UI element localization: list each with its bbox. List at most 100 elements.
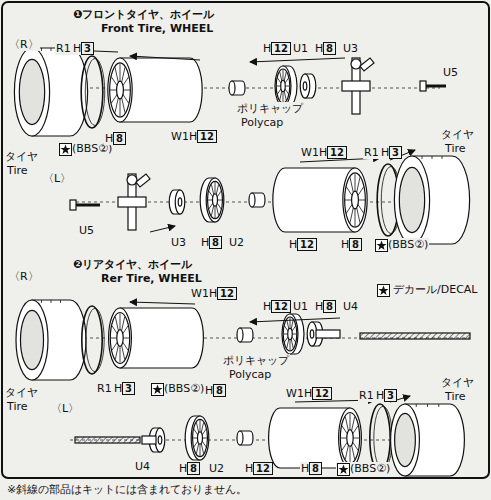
callout-number: 12 bbox=[271, 42, 291, 55]
polycap bbox=[249, 193, 255, 207]
screw bbox=[426, 85, 446, 88]
hub-disc bbox=[175, 190, 185, 214]
wheel-spoke bbox=[120, 313, 121, 329]
part-label: ポリキャップ bbox=[222, 354, 290, 367]
part-label: Tire bbox=[6, 164, 29, 177]
polycap bbox=[237, 328, 243, 342]
part-label: 〈L〉 bbox=[50, 402, 80, 415]
part-label: タイヤ bbox=[440, 376, 475, 389]
wheel-spoke bbox=[346, 187, 352, 196]
part-label: Tire bbox=[444, 390, 467, 403]
wheel-spoke bbox=[341, 438, 347, 439]
wheel-spoke bbox=[123, 326, 128, 334]
decal-callout: (BBS②) bbox=[336, 462, 391, 476]
wheel-spoke bbox=[285, 89, 289, 94]
rim-ring bbox=[85, 59, 104, 126]
part-label: 〈R〉 bbox=[8, 270, 40, 283]
wheel-spoke bbox=[345, 445, 348, 459]
screw bbox=[76, 204, 100, 207]
wheel-spoke bbox=[350, 177, 353, 192]
callout-number: 12 bbox=[327, 146, 347, 159]
wheel-face bbox=[340, 413, 359, 464]
tire bbox=[399, 167, 424, 232]
legend-symbol bbox=[377, 284, 390, 297]
hub-disc bbox=[275, 66, 291, 106]
part-label: U5 bbox=[78, 224, 95, 237]
screw bbox=[70, 200, 76, 210]
footnote: ※斜線の部品はキットには含まれておりません。 bbox=[6, 483, 248, 496]
tire-tread bbox=[438, 404, 439, 407]
wheel-spoke bbox=[122, 98, 125, 113]
tire bbox=[394, 156, 429, 244]
callout-number: 8 bbox=[309, 462, 322, 475]
part-label: タイヤ bbox=[4, 386, 39, 399]
wheel-spoke bbox=[217, 191, 221, 197]
wheel-spoke bbox=[200, 420, 201, 432]
wheel-spoke bbox=[352, 445, 355, 459]
wheel-spoke bbox=[209, 191, 213, 197]
knuckle bbox=[127, 175, 137, 185]
part-label: W1 bbox=[285, 387, 305, 400]
wheel-spoke bbox=[353, 442, 358, 450]
wheel-spoke bbox=[353, 426, 358, 434]
part-label: U4 bbox=[134, 460, 151, 473]
hub-disc bbox=[307, 322, 317, 346]
wheel-spoke bbox=[201, 443, 203, 453]
wheel-spoke bbox=[355, 174, 356, 191]
wheel-spoke bbox=[111, 94, 117, 103]
wheel-spoke bbox=[216, 184, 218, 194]
wheel-spoke bbox=[193, 438, 198, 439]
rim-ring bbox=[86, 308, 104, 371]
tire-tread bbox=[41, 300, 42, 303]
wheel-spoke bbox=[120, 99, 121, 116]
callout-number: 8 bbox=[187, 462, 200, 475]
wheel-spoke bbox=[216, 205, 218, 215]
decal-number: (BBS②) bbox=[350, 462, 390, 475]
knuckle bbox=[118, 197, 146, 207]
knuckle bbox=[360, 58, 374, 71]
wheel-spoke bbox=[355, 209, 356, 226]
wheel-spoke bbox=[287, 320, 289, 329]
wheel-spoke bbox=[200, 444, 201, 456]
tire bbox=[14, 48, 49, 136]
wheel-spoke bbox=[211, 205, 213, 215]
part-label: タイヤ bbox=[440, 128, 475, 141]
wheel-spoke bbox=[358, 200, 365, 201]
wheel-spoke bbox=[284, 337, 288, 342]
assembly-arrow bbox=[150, 226, 175, 232]
wheel-spoke bbox=[194, 429, 198, 435]
wheel-hub bbox=[347, 430, 353, 447]
wheel-spoke bbox=[115, 345, 118, 359]
wheel-spoke bbox=[123, 338, 129, 339]
assembly-arrow bbox=[250, 58, 345, 62]
wheel-spoke bbox=[196, 422, 198, 432]
part-label: R1 bbox=[358, 389, 375, 402]
part-label: U1 bbox=[292, 42, 309, 55]
wheel bbox=[108, 58, 132, 122]
polycap bbox=[237, 431, 243, 445]
tire-tread bbox=[51, 300, 52, 303]
tire-tread bbox=[422, 156, 423, 159]
part-label: ポリキャップ bbox=[236, 102, 304, 115]
part-label: W1 bbox=[190, 287, 210, 300]
wheel-spoke bbox=[115, 67, 118, 82]
tire-tread bbox=[51, 48, 52, 51]
decal-callout: (BBS②) bbox=[150, 382, 205, 396]
callout-number: 12 bbox=[197, 130, 217, 143]
tire-tread bbox=[427, 404, 428, 407]
wheel-spoke bbox=[346, 204, 352, 213]
part-label: U2 bbox=[208, 462, 225, 475]
frame bbox=[2, 2, 489, 478]
section-heading: Rer Tire, WHEEL bbox=[100, 272, 203, 285]
wheel-spoke bbox=[202, 441, 206, 447]
legend-text: デカール/DECAL bbox=[393, 283, 477, 296]
wheel-face bbox=[283, 317, 297, 351]
decal-star bbox=[59, 143, 72, 156]
part-label: R1 bbox=[55, 42, 72, 55]
wheel-spoke bbox=[115, 317, 118, 331]
part-label: W1 bbox=[300, 146, 320, 159]
wheel-spoke bbox=[215, 206, 216, 218]
callout-number: 8 bbox=[213, 384, 226, 397]
tire bbox=[16, 300, 48, 380]
wheel-spoke bbox=[217, 200, 222, 201]
